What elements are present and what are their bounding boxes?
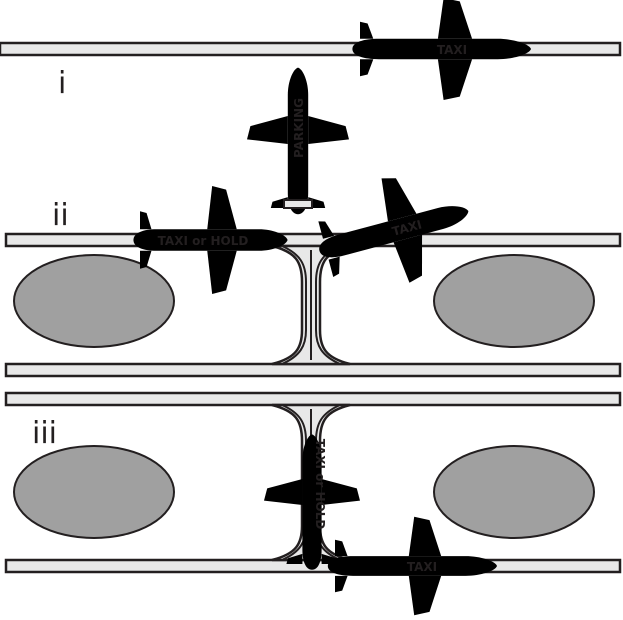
plane-label: PARKING	[292, 98, 306, 158]
island-iii-left	[13, 445, 175, 539]
airplane-icon	[264, 434, 360, 570]
plane-label: TAXI or HOLD	[158, 234, 249, 248]
plane-label: TAXI	[407, 560, 437, 574]
plane-label: TAXI	[437, 43, 467, 57]
section-label-i: i	[58, 66, 66, 101]
plane-label: TAXI or HOLD	[313, 439, 327, 530]
island-ii-left	[13, 254, 175, 348]
taxiway-iii-top	[4, 391, 622, 407]
island-iii-right	[433, 445, 595, 539]
taxiway-ii-top	[4, 232, 622, 248]
taxiway-ii-bottom	[4, 362, 622, 378]
parking-stop-bar	[283, 199, 313, 209]
connector-ii	[271, 244, 351, 366]
island-ii-right	[433, 254, 595, 348]
section-label-iii: iii	[32, 416, 57, 451]
section-label-ii: ii	[52, 198, 69, 233]
